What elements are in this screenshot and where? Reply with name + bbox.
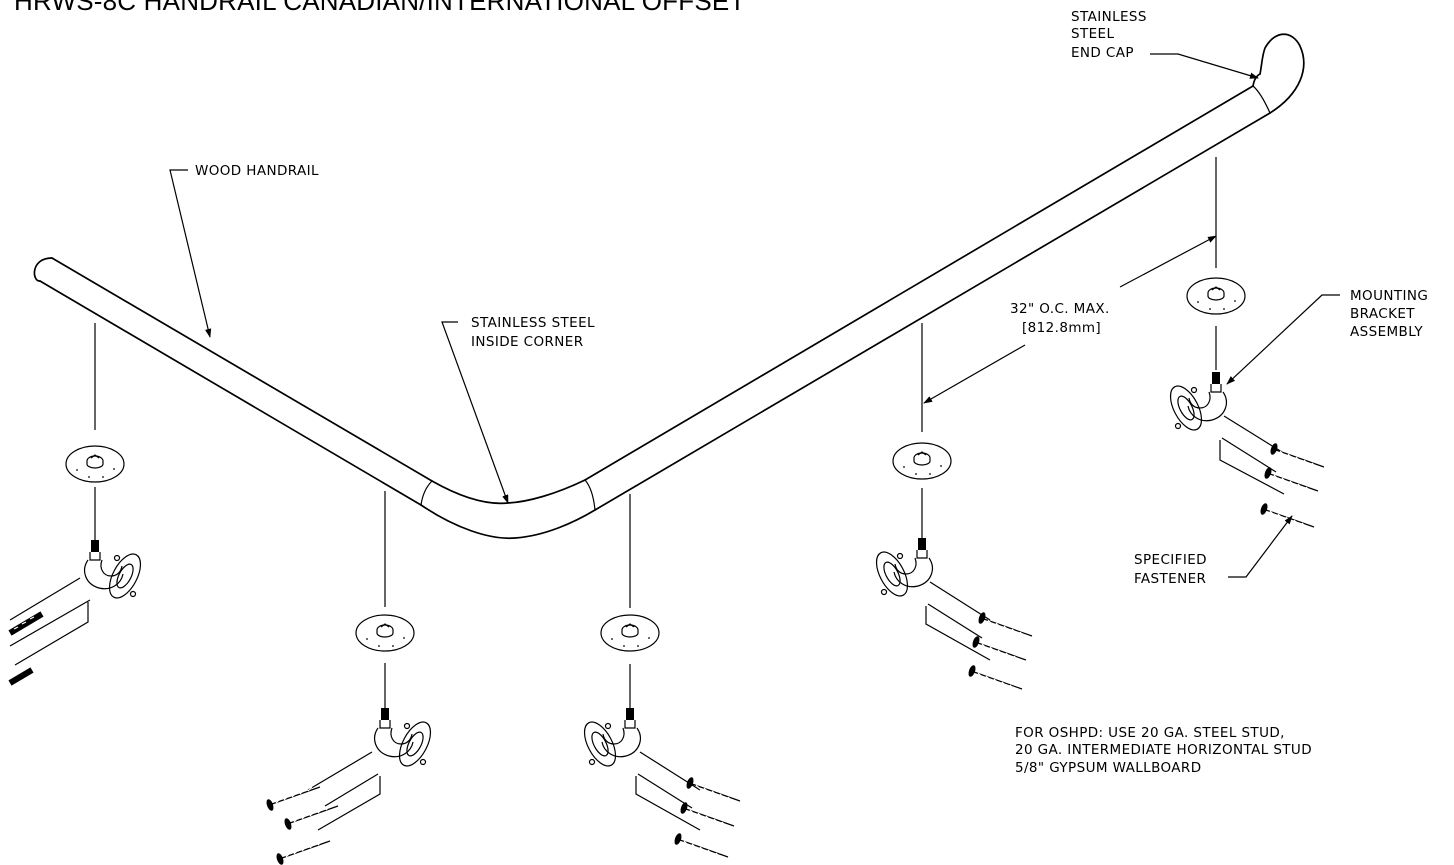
escutcheon-5 — [1186, 277, 1246, 315]
diagram-title: HRWS-8C HANDRAIL CANADIAN/INTERNATIONAL … — [14, 0, 746, 16]
escutcheon-4 — [892, 442, 952, 480]
inside-corner-label: STAINLESS STEEL INSIDE CORNER — [471, 315, 600, 350]
fasteners — [8, 415, 1325, 865]
end-cap-label: STAINLESS STEEL END CAP — [1071, 9, 1152, 61]
escutcheon-3 — [600, 614, 660, 652]
escutcheon-1 — [65, 445, 125, 483]
spacing-label: 32" O.C. MAX. [812.8mm] — [1010, 301, 1114, 336]
oshpd-note: FOR OSHPD: USE 20 GA. STEEL STUD, 20 GA.… — [1015, 725, 1317, 776]
wood-handrail — [33, 33, 1305, 540]
bracket-3 — [578, 708, 640, 771]
drop-lines — [94, 157, 1217, 708]
wood-handrail-label: WOOD HANDRAIL — [195, 163, 319, 179]
leader-lines — [169, 53, 1340, 578]
mounting-bracket-label: MOUNTING BRACKET ASSEMBLY — [1350, 288, 1433, 340]
bracket-5 — [1164, 372, 1226, 435]
escutcheon-2 — [355, 614, 415, 652]
bracket-1 — [84, 539, 148, 604]
fastener-label: SPECIFIED FASTENER — [1134, 552, 1212, 587]
bracket-4 — [870, 538, 932, 601]
bracket-2 — [374, 707, 438, 772]
spacing-dimension — [923, 235, 1217, 404]
